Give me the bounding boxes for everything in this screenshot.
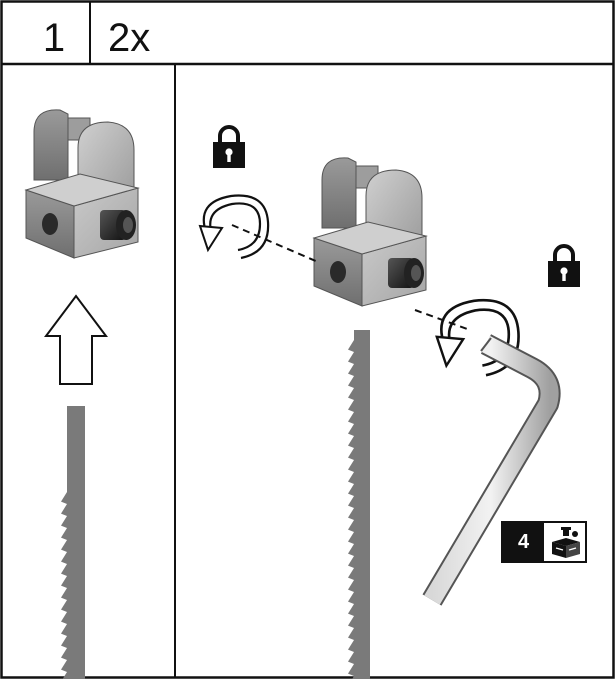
lock-icon [546, 244, 582, 289]
up-arrow-icon [44, 294, 108, 385]
hardware-count-badge: 4 [501, 521, 587, 563]
hardware-box-icon [552, 527, 580, 558]
allen-key-icon [422, 334, 561, 606]
step-quantity: 2x [108, 16, 151, 60]
hardware-count: 4 [503, 523, 544, 561]
step-number: 1 [42, 16, 66, 60]
blade-clamp [25, 109, 139, 259]
blade-clamp [313, 157, 427, 307]
saw-blade [61, 406, 85, 684]
saw-blade [348, 330, 370, 684]
axis-line [231, 224, 319, 263]
lock-icon [211, 125, 247, 170]
